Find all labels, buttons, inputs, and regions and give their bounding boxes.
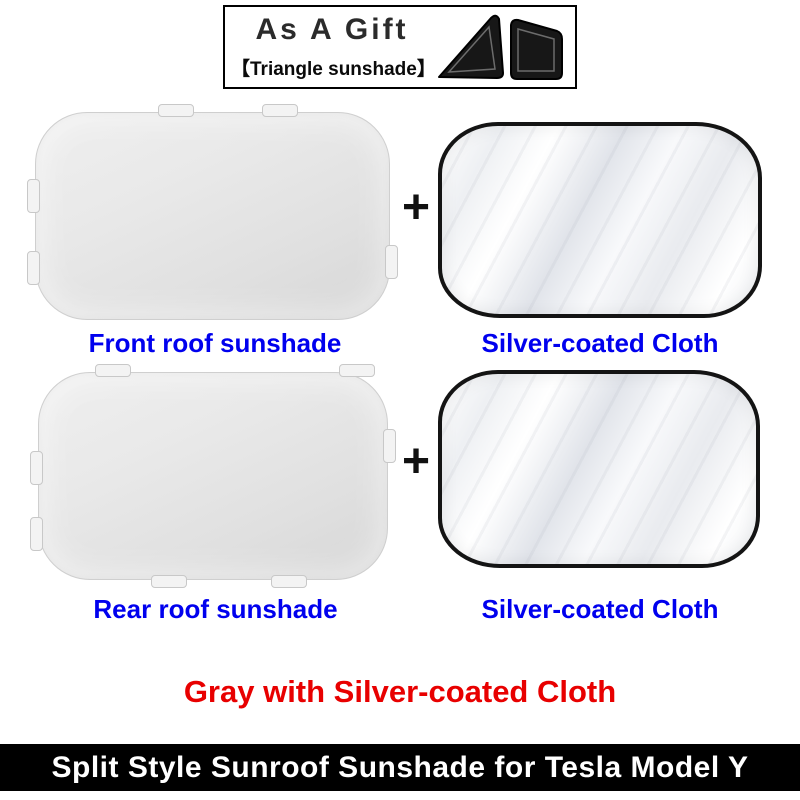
mounting-clip (95, 364, 131, 377)
gift-title: As A Gift (255, 13, 409, 46)
mounting-clip (339, 364, 375, 377)
front-roof-sunshade-image (27, 104, 398, 320)
plus-sign: + (401, 435, 431, 488)
silver-coated-cloth-image (438, 122, 762, 318)
mounting-clip (262, 104, 298, 117)
triangle-sunshade-right-stitch-icon (517, 28, 555, 72)
front-sunshade-label: Front roof sunshade (88, 328, 342, 358)
mounting-clip (30, 451, 43, 485)
gift-subtitle: 【Triangle sunshade】 (231, 59, 436, 80)
mounting-clip (385, 245, 398, 279)
mounting-clip (158, 104, 194, 117)
variant-title: Gray with Silver-coated Cloth (183, 674, 617, 709)
triangle-sunshade-right-icon (510, 18, 563, 80)
triangle-sunshade-icon (433, 11, 569, 83)
mounting-clip (151, 575, 187, 588)
mounting-clip (27, 251, 40, 285)
silver-cloth-label: Silver-coated Cloth (481, 328, 719, 358)
triangle-sunshade-left-stitch-icon (447, 25, 496, 73)
footer-title: Split Style Sunroof Sunshade for Tesla M… (51, 750, 749, 784)
triangle-sunshade-svg (438, 14, 563, 80)
plus-sign: + (401, 181, 431, 234)
gift-banner-text: As A Gift 【Triangle sunshade】 (225, 13, 436, 81)
mounting-clip (271, 575, 307, 588)
mounting-clip (30, 517, 43, 551)
rear-sunshade-label: Rear roof sunshade (93, 594, 338, 624)
silver-coated-cloth-image (438, 370, 760, 568)
gift-banner: As A Gift 【Triangle sunshade】 (223, 5, 577, 89)
footer-bar: Split Style Sunroof Sunshade for Tesla M… (0, 744, 800, 791)
mounting-clip (383, 429, 396, 463)
mounting-clip (27, 179, 40, 213)
silver-cloth-label: Silver-coated Cloth (481, 594, 719, 624)
rear-roof-sunshade-image (30, 364, 396, 588)
